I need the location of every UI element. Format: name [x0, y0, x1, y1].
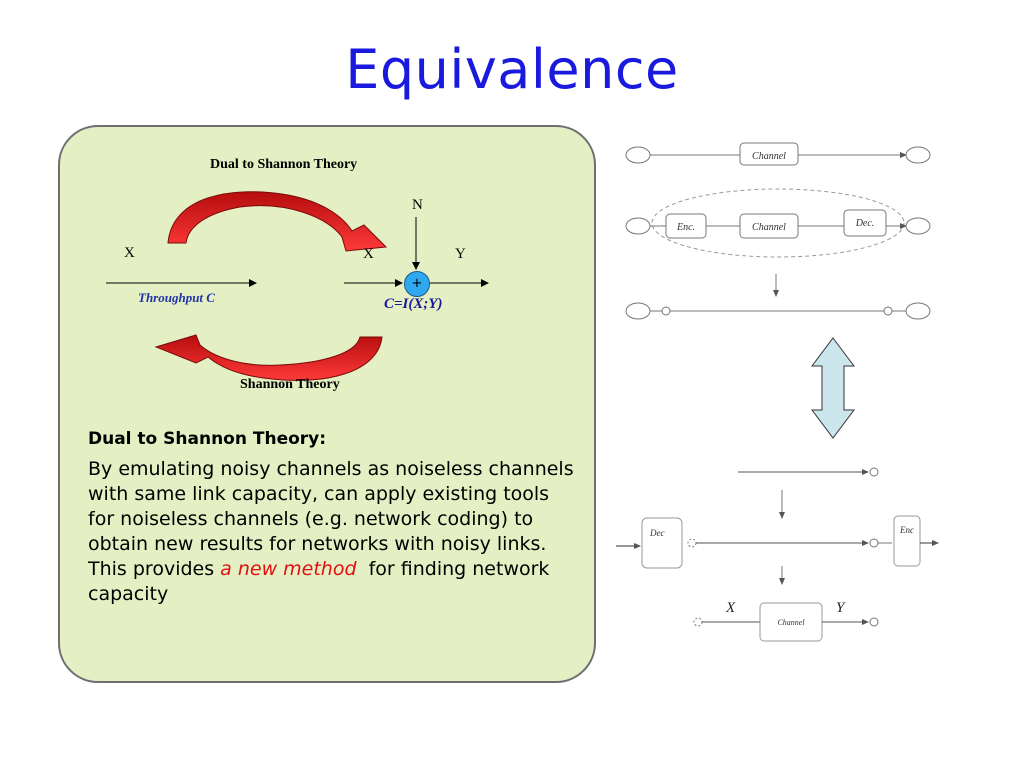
adder-node: +	[404, 271, 430, 297]
node-left	[625, 146, 651, 164]
node-left	[625, 302, 651, 320]
enc-label: Enc.	[676, 222, 695, 233]
equivalence-double-arrow	[811, 337, 855, 439]
y-label: Y	[455, 246, 466, 262]
left-diagram	[106, 191, 489, 381]
x-left-label: X	[124, 245, 135, 261]
small-node	[883, 306, 893, 316]
dec-box	[641, 517, 683, 569]
enc-box	[893, 515, 921, 567]
dec-box	[843, 209, 887, 237]
description-highlight: a new method	[220, 558, 357, 580]
description-text-after: for finding network capacity	[88, 558, 556, 605]
description-heading: Dual to Shannon Theory:	[88, 429, 327, 449]
small-node	[869, 467, 879, 477]
small-node	[687, 538, 697, 548]
shannon-theory-label: Shannon Theory	[240, 377, 340, 392]
small-node	[869, 617, 879, 627]
small-node	[869, 538, 879, 548]
node-right	[905, 146, 931, 164]
channel-label: Channel	[752, 222, 786, 233]
slide-title: Equivalence	[345, 38, 679, 101]
x-label: X	[725, 600, 736, 616]
small-node	[661, 306, 671, 316]
green-panel: Dual to Shannon Theory N X X Y + Through…	[58, 125, 596, 683]
capacity-formula: C=I(X;Y)	[384, 296, 443, 312]
noise-label: N	[412, 197, 423, 213]
dec-label: Dec	[649, 528, 665, 538]
x-right-label: X	[363, 246, 374, 262]
description: Dual to Shannon Theory: By emulating noi…	[88, 429, 578, 607]
channel-label: Channel	[752, 151, 786, 162]
node-left	[625, 217, 651, 235]
description-body: By emulating noisy channels as noiseless…	[88, 457, 578, 607]
right-diagram: Channel Enc. Channel Dec. Dec Enc Channe…	[616, 142, 939, 642]
description-text-before: By emulating noisy channels as noiseless…	[88, 458, 574, 580]
channel-box	[739, 142, 799, 166]
shannon-curved-arrow	[154, 334, 383, 381]
channel-label: Channel	[777, 618, 805, 627]
dual-curved-arrow	[167, 191, 388, 252]
throughput-label: Throughput C	[138, 290, 215, 305]
small-node	[693, 617, 703, 627]
node-right	[905, 217, 931, 235]
dual-shannon-label: Dual to Shannon Theory	[210, 157, 358, 172]
enc-label: Enc	[899, 525, 914, 535]
node-right	[905, 302, 931, 320]
y-label: Y	[836, 600, 846, 616]
dec-label: Dec.	[855, 218, 875, 229]
